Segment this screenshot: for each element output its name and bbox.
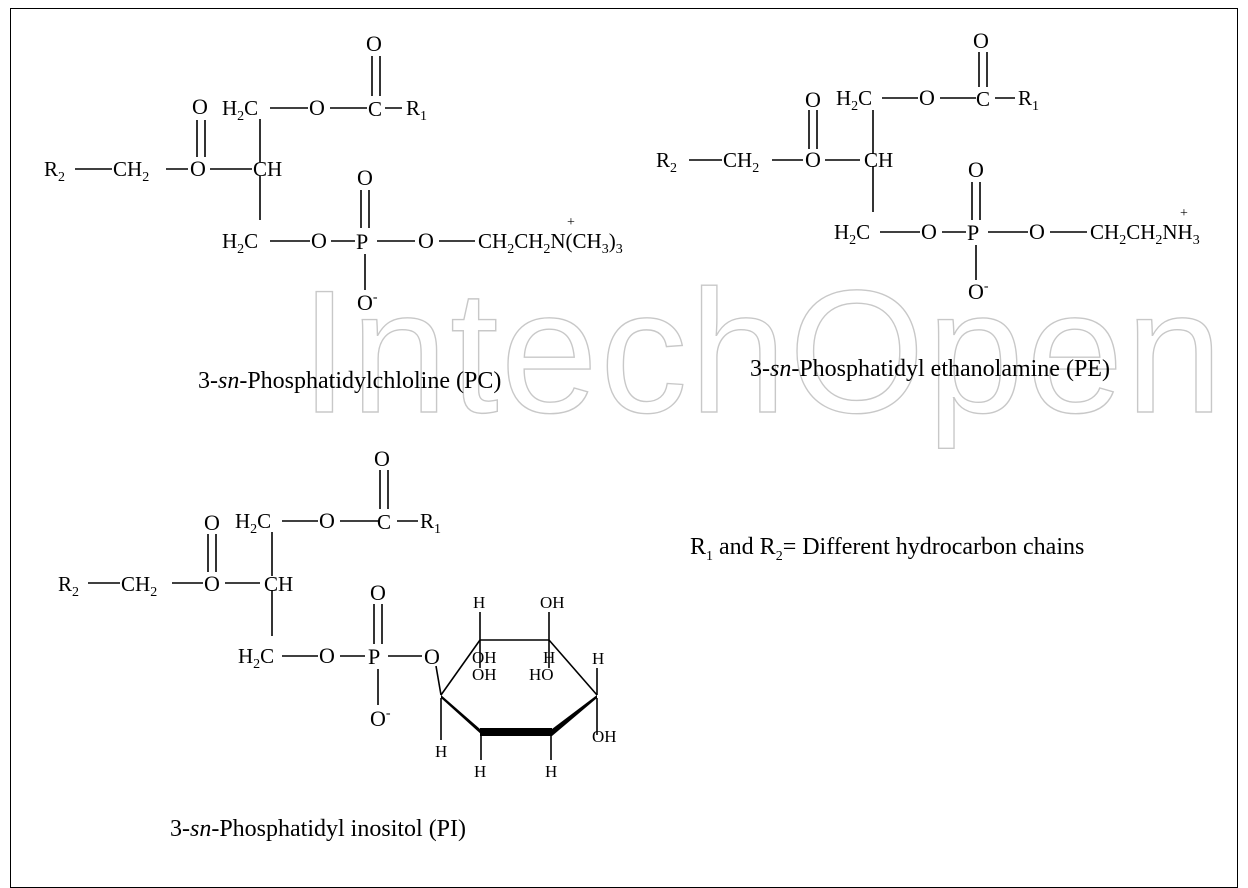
pc-phosphate-ominus: O-: [357, 290, 378, 315]
pc-h2c-top: H2C: [222, 96, 258, 124]
pe-phosphate-o1: O: [921, 219, 937, 244]
pe-r1: R1: [1018, 86, 1039, 114]
pc-structure: R2 CH2 O O CH H2C O C O R1 H2C O P O O- …: [44, 31, 623, 394]
pi-phosphate-ominus: O-: [370, 706, 391, 731]
pi-h2c-top: H2C: [235, 509, 271, 537]
pi-ring-h4: H: [435, 742, 447, 761]
pc-choline-group: CH2CH2N(CH3)3: [478, 229, 623, 257]
pi-ring-oh1: OH: [540, 593, 565, 612]
pe-carbonyl-o1: O: [973, 28, 989, 53]
pe-ch2: CH2: [723, 148, 759, 176]
pe-phosphate-ominus: O-: [968, 279, 989, 304]
pi-caption: 3-sn-Phosphatidyl inositol (PI): [170, 816, 466, 842]
pe-nitrogen-charge: +: [1180, 206, 1188, 221]
pi-ch: CH: [264, 572, 293, 596]
pc-h2c-bottom: H2C: [222, 229, 258, 257]
pi-h2c-bottom: H2C: [238, 644, 274, 672]
pe-r2: R2: [656, 148, 677, 176]
pc-caption: 3-sn-Phosphatidylchloline (PC): [198, 368, 501, 394]
pc-r2: R2: [44, 157, 65, 185]
pc-phosphorus: P: [356, 229, 368, 254]
pc-ester-o2: O: [190, 156, 206, 181]
pe-caption: 3-sn-Phosphatidyl ethanolamine (PE): [750, 356, 1110, 382]
pe-ethanolamine-group: CH2CH2NH3: [1090, 220, 1200, 248]
pe-phosphorus: P: [967, 220, 979, 245]
pe-ester-o1: O: [919, 85, 935, 110]
pc-carbonyl-o2: O: [192, 94, 208, 119]
pc-r1: R1: [406, 96, 427, 124]
pi-ring-h2: H: [592, 649, 604, 668]
pi-phosphorus: P: [368, 644, 380, 669]
pc-phosphoryl-o: O: [357, 165, 373, 190]
pe-h2c-bottom: H2C: [834, 220, 870, 248]
pi-ring-oh3: OH: [472, 665, 497, 684]
pe-phosphate-o2: O: [1029, 219, 1045, 244]
pi-ester-o2: O: [204, 571, 220, 596]
pc-ester-o1: O: [309, 95, 325, 120]
pi-carbonyl-c1: C: [377, 510, 391, 534]
pi-carbonyl-o2: O: [204, 510, 220, 535]
pe-carbonyl-o2: O: [805, 87, 821, 112]
pe-ch: CH: [864, 148, 893, 172]
pc-phosphate-o1: O: [311, 228, 327, 253]
pc-phosphate-o2: O: [418, 228, 434, 253]
pi-r2: R2: [58, 572, 79, 600]
pc-ch: CH: [253, 157, 282, 181]
pi-ring-h5: H: [474, 762, 486, 781]
pi-structure: R2 CH2 O O CH H2C O C O R1 H2C O P O O- …: [58, 446, 617, 842]
pe-structure: R2 CH2 O O CH H2C O C O R1 H2C O P O O- …: [656, 28, 1200, 382]
pc-carbonyl-c1: C: [368, 97, 382, 121]
pi-ring-h6: H: [545, 762, 557, 781]
pe-ester-o2: O: [805, 147, 821, 172]
pc-carbonyl-o1: O: [366, 31, 382, 56]
pi-ring-h1: H: [473, 593, 485, 612]
phospholipid-structures-diagram: IntechOpen R2 CH2 O O CH H2C O C O R1 H2…: [44, 28, 1225, 842]
pe-h2c-top: H2C: [836, 86, 872, 114]
pe-carbonyl-c1: C: [976, 87, 990, 111]
pi-ring-oh2: OH: [472, 648, 497, 667]
pc-ch2: CH2: [113, 157, 149, 185]
pi-ring-h3: H: [543, 648, 555, 667]
pc-nitrogen-charge: +: [567, 215, 575, 230]
watermark: IntechOpen: [300, 255, 1225, 450]
pi-carbonyl-o1: O: [374, 446, 390, 471]
legend-r-groups: R1 and R2= Different hydrocarbon chains: [690, 534, 1084, 564]
pi-ring-oh4: OH: [592, 727, 617, 746]
pe-phosphoryl-o: O: [968, 157, 984, 182]
pi-phosphate-o1: O: [319, 643, 335, 668]
pi-ring-ho: HO: [529, 665, 554, 684]
pi-ester-o1: O: [319, 508, 335, 533]
pi-phosphate-o2: O: [424, 644, 440, 669]
pi-ch2: CH2: [121, 572, 157, 600]
pi-r1: R1: [420, 509, 441, 537]
pi-phosphoryl-o: O: [370, 580, 386, 605]
